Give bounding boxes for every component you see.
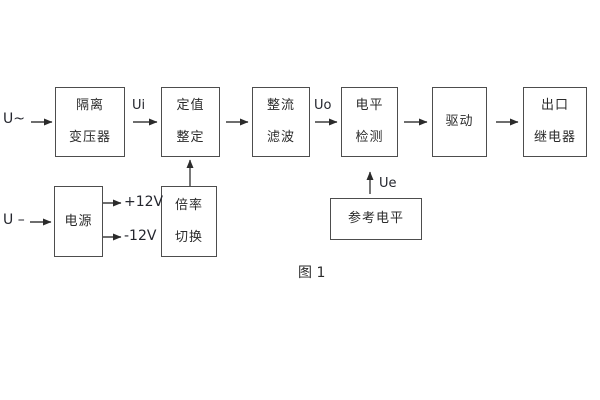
block-multiplier-switch: 倍率 切换 bbox=[161, 186, 217, 257]
signal-label-uo: Uo bbox=[314, 98, 332, 113]
signal-label-plus-12v: +12V bbox=[124, 194, 164, 210]
block-isolation-transformer: 隔离 变压器 bbox=[55, 87, 125, 157]
block-power-supply: 电源 bbox=[54, 186, 103, 257]
block-value-setting: 定值 整定 bbox=[161, 87, 220, 157]
signal-label-ue: Ue bbox=[379, 176, 397, 191]
block-reference-level: 参考电平 bbox=[330, 198, 422, 240]
block-level-detection: 电平 检测 bbox=[341, 87, 398, 157]
block-drive: 驱动 bbox=[432, 87, 487, 157]
signal-label-minus-12v: -12V bbox=[124, 228, 157, 244]
block-output-relay: 出口 继电器 bbox=[523, 87, 587, 157]
signal-label-ui: Ui bbox=[132, 98, 146, 113]
signal-label-u-ac: U~ bbox=[3, 111, 25, 127]
figure-caption: 图 1 bbox=[298, 265, 326, 281]
block-rectifier-filter: 整流 滤波 bbox=[252, 87, 310, 157]
signal-label-u-dc: U – bbox=[3, 212, 25, 228]
